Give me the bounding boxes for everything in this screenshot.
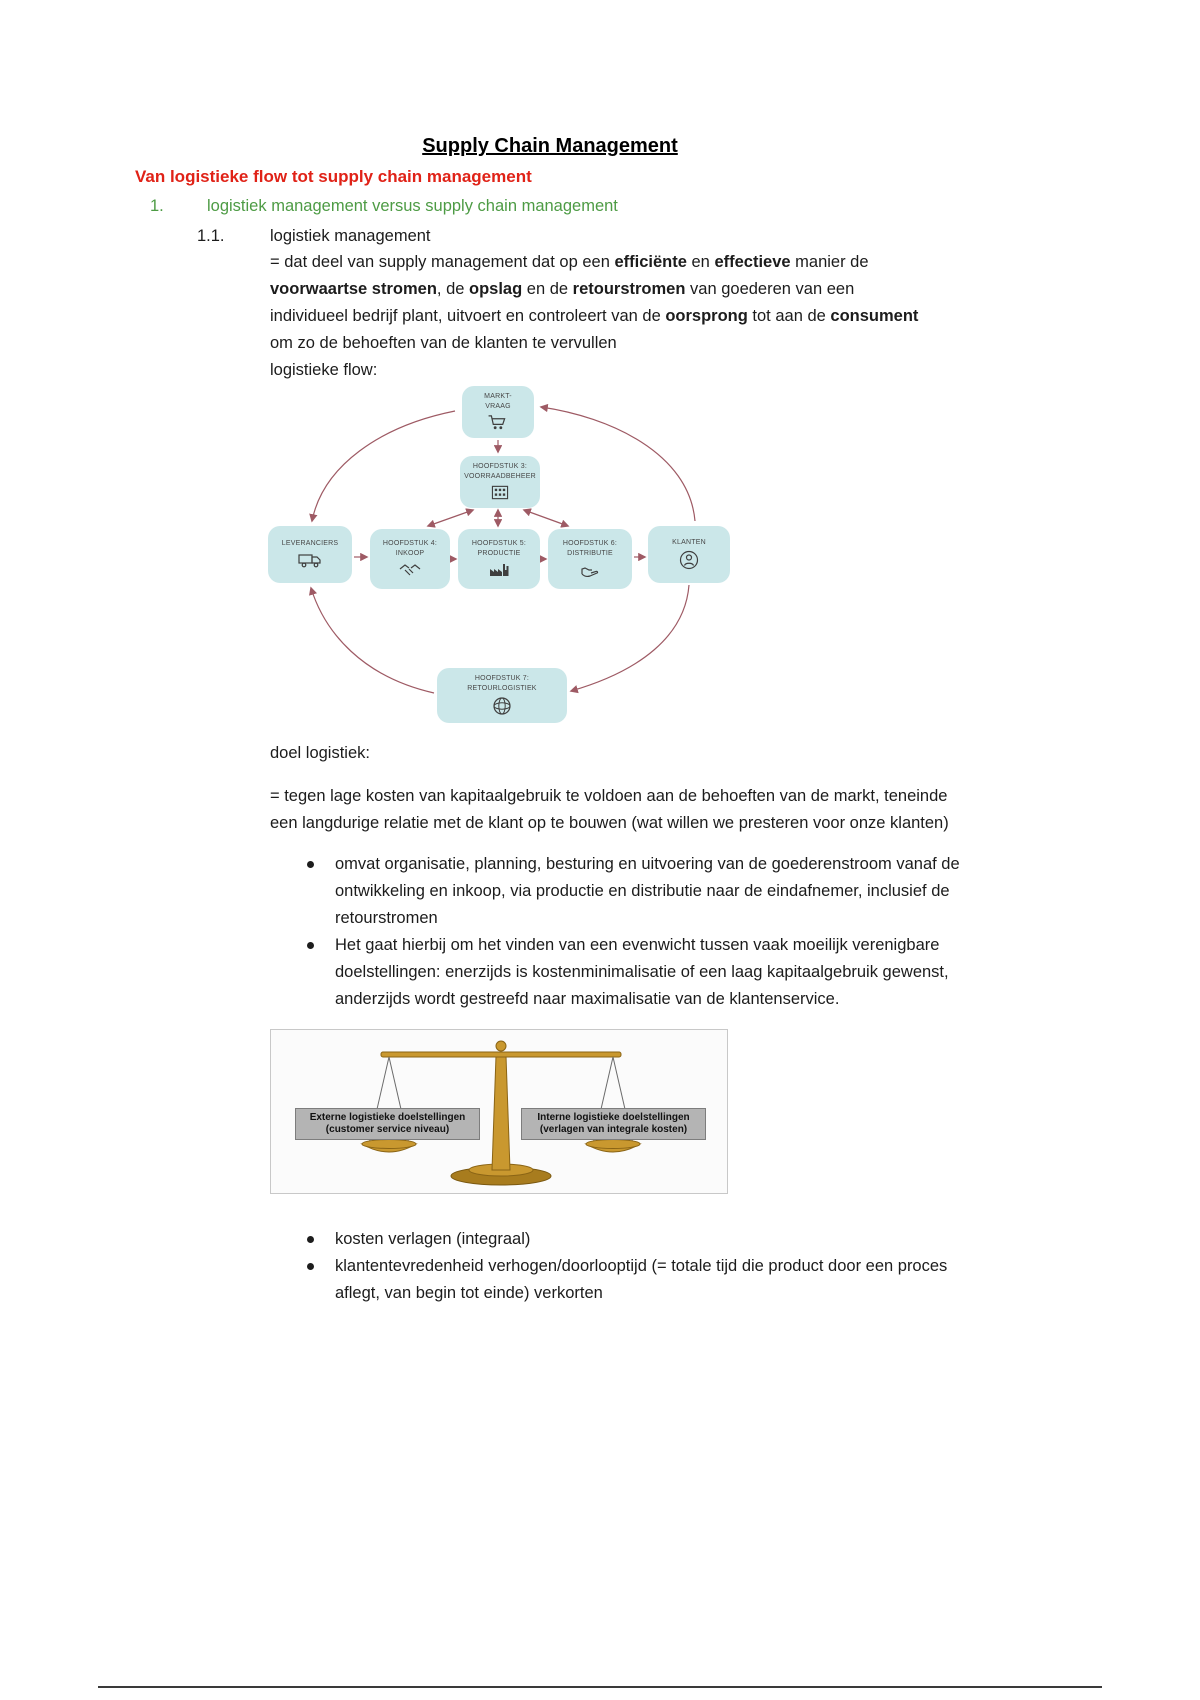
factory-icon: [490, 563, 509, 576]
diagram-node-distributie: HOOFDSTUK 6: DISTRIBUTIE: [548, 529, 632, 589]
bullet-text: kosten verlagen (integraal): [335, 1230, 531, 1248]
diagram-node-retourlogistiek: HOOFDSTUK 7: RETOURLOGISTIEK: [437, 668, 567, 723]
page-divider-line: [98, 1686, 1102, 1688]
node-label: HOOFDSTUK 3:: [472, 463, 528, 470]
bullet-list-bottom: kosten verlagen (integraal) klantentevre…: [135, 1226, 965, 1307]
logistieke-flow-label: logistieke flow:: [270, 361, 378, 379]
label-line: Externe logistieke doelstellingen: [309, 1112, 466, 1123]
node-label: LEVERANCIERS: [281, 540, 339, 547]
diagram-arrows: [309, 403, 696, 694]
item-number: 1.1.: [197, 227, 225, 245]
logistics-flow-diagram: MARKT- VRAAG HOOFDSTUK 3: VOORRAADBEHEER…: [265, 386, 745, 734]
node-label: DISTRIBUTIE: [567, 549, 613, 557]
page-title: Supply Chain Management: [422, 135, 678, 157]
item-text: logistiek management: [270, 227, 431, 245]
internal-goals-label: Interne logistieke doelstellingen (verla…: [521, 1108, 706, 1140]
diagram-node-productie: HOOFDSTUK 5: PRODUCTIE: [458, 529, 540, 589]
node-label: VOORRAADBEHEER: [464, 473, 536, 480]
label-line: Interne logistieke doelstellingen: [537, 1112, 690, 1123]
globe-icon: [493, 697, 511, 715]
diagram-node-voorraadbeheer: HOOFDSTUK 3: VOORRAADBEHEER: [460, 456, 540, 508]
numbered-item-1-1: 1.1. logistiek management: [135, 223, 965, 249]
doel-logistiek-label: doel logistiek:: [270, 744, 370, 762]
handshake-icon: [399, 563, 421, 575]
item-text: logistiek management versus supply chain…: [207, 197, 618, 215]
list-item: omvat organisatie, planning, besturing e…: [135, 851, 965, 932]
bullet-list-top: omvat organisatie, planning, besturing e…: [135, 851, 965, 1013]
bullet-icon: [307, 861, 314, 868]
bullet-text: klantentevredenheid verhogen/doorlooptij…: [335, 1257, 948, 1302]
node-label: VRAAG: [485, 403, 511, 410]
label-line: (verlagen van integrale kosten): [539, 1124, 688, 1135]
person-icon: [679, 550, 699, 570]
external-goals-label: Externe logistieke doelstellingen (custo…: [295, 1108, 480, 1140]
numbered-item-1: 1. logistiek management versus supply ch…: [135, 193, 965, 219]
bullet-text: Het gaat hierbij om het vinden van een e…: [335, 936, 949, 1008]
balance-scale-figure: Externe logistieke doelstellingen (custo…: [270, 1029, 728, 1194]
list-item: kosten verlagen (integraal): [135, 1226, 965, 1253]
warehouse-icon: [491, 485, 509, 500]
cart-icon: [488, 415, 506, 430]
diagram-node-leveranciers: LEVERANCIERS: [268, 526, 352, 583]
node-label: HOOFDSTUK 4:: [382, 539, 438, 547]
label-line: (customer service niveau): [325, 1124, 450, 1135]
node-label: HOOFDSTUK 6:: [562, 539, 618, 547]
bullet-icon: [307, 1236, 314, 1243]
item-number: 1.: [150, 197, 164, 215]
section-heading: Van logistieke flow tot supply chain man…: [135, 167, 532, 186]
node-label: HOOFDSTUK 7:: [474, 675, 530, 682]
node-label: KLANTEN: [672, 539, 706, 546]
list-item: Het gaat hierbij om het vinden van een e…: [135, 932, 965, 1013]
hand-icon: [581, 566, 599, 577]
node-label: INKOOP: [395, 549, 425, 557]
truck-icon: [298, 554, 321, 568]
bullet-text: omvat organisatie, planning, besturing e…: [335, 855, 960, 927]
node-label: MARKT-: [484, 393, 512, 400]
diagram-node-inkoop: HOOFDSTUK 4: INKOOP: [370, 529, 450, 589]
definition-paragraph: = dat deel van supply management dat op …: [270, 253, 919, 352]
bullet-icon: [307, 942, 314, 949]
goal-paragraph: = tegen lage kosten van kapitaalgebruik …: [270, 787, 949, 832]
bullet-icon: [307, 1263, 314, 1270]
list-item: klantentevredenheid verhogen/doorlooptij…: [135, 1253, 965, 1307]
document-content: Supply Chain Management Van logistieke f…: [135, 0, 965, 1307]
balance-scale-illustration: [360, 1040, 642, 1186]
node-label: HOOFDSTUK 5:: [471, 539, 527, 547]
node-label: RETOURLOGISTIEK: [467, 685, 537, 692]
node-label: PRODUCTIE: [477, 549, 521, 557]
diagram-node-klanten: KLANTEN: [648, 526, 730, 583]
diagram-node-marktvraag: MARKT- VRAAG: [462, 386, 534, 438]
